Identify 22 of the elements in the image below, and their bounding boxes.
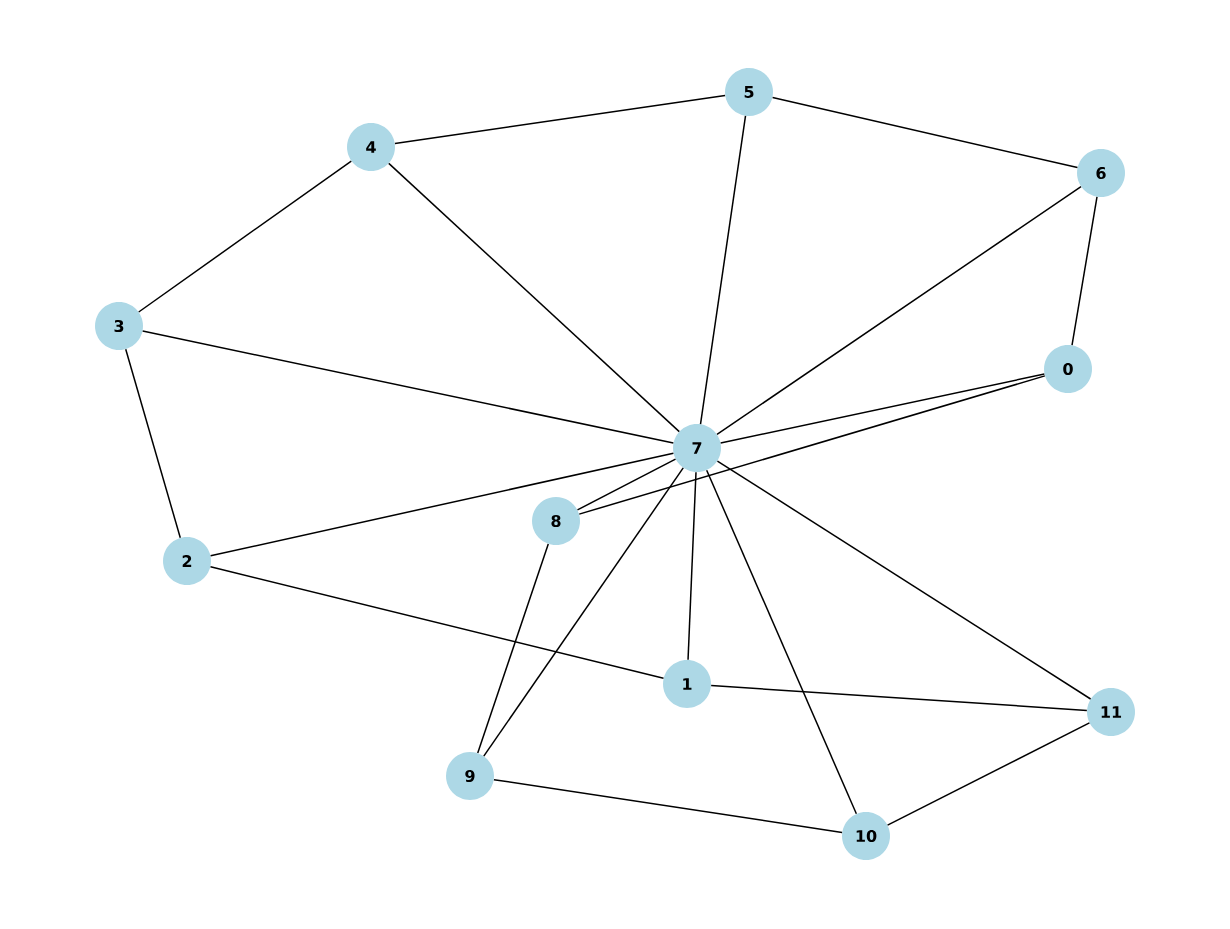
- edge-line: [716, 460, 1092, 700]
- edge-line: [578, 375, 1046, 515]
- edge-line: [687, 471, 697, 661]
- edge-line: [493, 778, 843, 834]
- edge-line: [1071, 196, 1098, 346]
- edge-line: [138, 160, 353, 313]
- edge-line: [388, 162, 680, 433]
- edge-line: [771, 96, 1079, 169]
- edge-line: [125, 348, 182, 539]
- edge-line: [716, 185, 1082, 436]
- edge-line: [719, 373, 1046, 444]
- edge-line: [710, 684, 1088, 712]
- edge-line: [705, 469, 858, 815]
- edge-line: [576, 458, 677, 511]
- edge-line: [886, 722, 1091, 826]
- edge-line: [141, 330, 675, 444]
- edge-line: [483, 467, 684, 757]
- edge-line: [209, 566, 665, 679]
- edge-line: [477, 543, 550, 754]
- edge-line: [209, 452, 675, 557]
- edge-line: [394, 94, 726, 145]
- edge-line: [699, 115, 747, 425]
